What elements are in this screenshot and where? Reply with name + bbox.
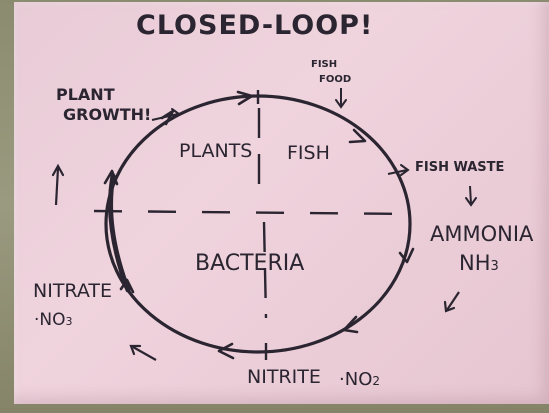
plant-growth-label-line2: GROWTH! xyxy=(63,107,151,123)
fish-food-arrow xyxy=(336,88,346,107)
ammonia-formula-subscript: 3 xyxy=(491,259,499,274)
ammonia-formula-base: NH xyxy=(459,251,491,275)
nitrite-label: NITRITE xyxy=(247,368,321,387)
nitrite-formula-base: NO xyxy=(345,369,373,390)
nitrite-formula: ·NO2 xyxy=(339,371,380,389)
fish-label: FISH xyxy=(287,144,330,163)
ammonia-label: AMMONIA xyxy=(430,224,533,245)
plants-label: PLANTS xyxy=(179,142,252,161)
nitrate-up-arrow xyxy=(53,166,63,205)
nitrate-label: NITRATE xyxy=(33,282,112,301)
fish-waste-down-arrow xyxy=(466,186,476,205)
horizontal-divider xyxy=(94,211,412,214)
fish-food-label-line2: FOOD xyxy=(319,75,351,85)
nitrite-formula-subscript: 2 xyxy=(372,374,380,388)
bacteria-label: BACTERIA xyxy=(195,253,304,275)
loop-arrow-lower-right xyxy=(344,317,357,332)
nitrate-formula-base: NO xyxy=(39,310,65,330)
ammonia-formula: NH3 xyxy=(459,253,499,274)
nitrate-formula: ·NO3 xyxy=(34,312,73,329)
fish-food-label-line1: FISH xyxy=(311,60,337,70)
fish-waste-label: FISH WASTE xyxy=(415,161,504,174)
ammonia-down-arrow xyxy=(445,292,459,311)
nitrate-formula-subscript: 3 xyxy=(66,315,73,328)
nitrite-arrow xyxy=(131,346,156,360)
plant-growth-label-line1: PLANT xyxy=(56,87,115,103)
title: CLOSED-LOOP! xyxy=(136,12,373,39)
